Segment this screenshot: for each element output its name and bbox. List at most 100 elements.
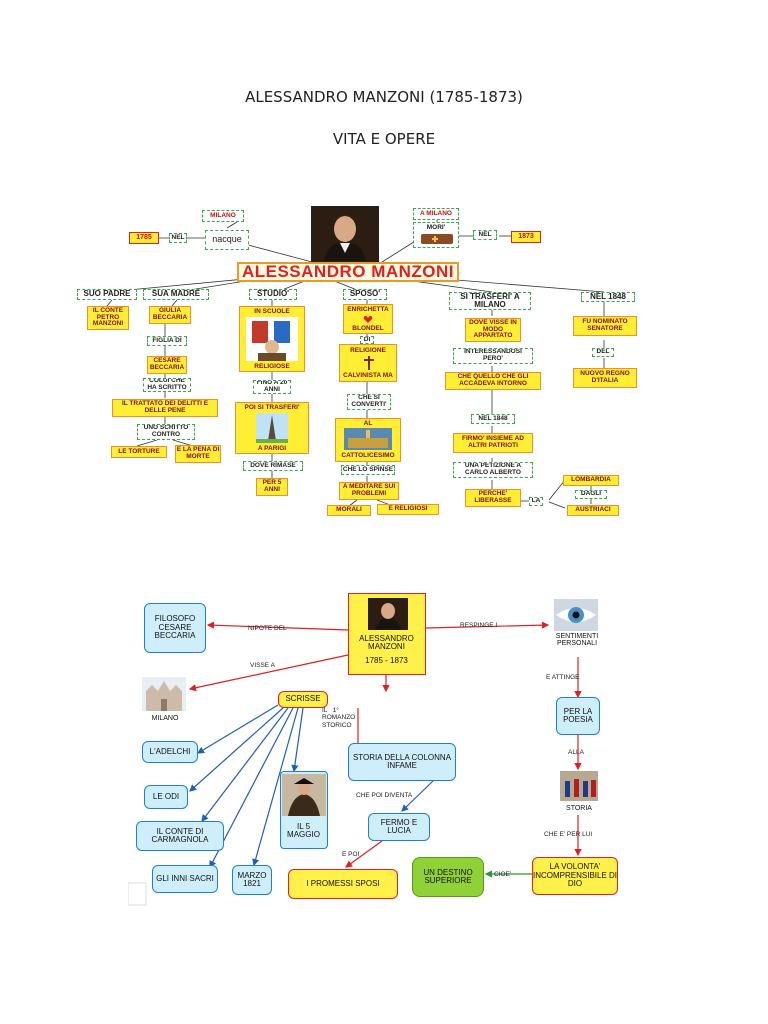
che-e-per-lui-label: CHE E' PER LUI: [544, 831, 593, 838]
death-nel: NEL: [473, 230, 497, 240]
senatore-nel-1848: NEL 1848: [581, 292, 635, 302]
death-box: MORI': [413, 222, 459, 248]
nominato-senatore: FU NOMINATO SENATORE: [573, 316, 637, 336]
scritto-contro: UNO SCRITTO CONTRO: [137, 424, 195, 440]
cesare-beccaria: CESARE BECCARIA: [147, 356, 187, 374]
birth-city: MILANO: [202, 210, 244, 222]
trasferi-milano-label: SI TRASFERI' A MILANO: [449, 292, 531, 310]
perche-liberasse: PERCHE' LIBERASSE: [465, 489, 521, 507]
religiosi-label: E RELIGIOSI: [377, 504, 439, 515]
death-verb: MORI': [426, 224, 446, 231]
document-subtitle: VITA E OPERE: [332, 130, 436, 148]
petizione: UNA PETIZIONE A CARLO ALBERTO: [453, 462, 533, 478]
per-5-anni: PER 5 ANNI: [256, 478, 288, 496]
heart-icon: [363, 316, 373, 323]
marzo-1821: MARZO 1821: [232, 865, 272, 895]
father-label: SUO PADRE: [77, 289, 137, 300]
nuovo-regno: NUOVO REGNO D'ITALIA: [573, 368, 637, 388]
document-title: ALESSANDRO MANZONI (1785-1873): [245, 88, 523, 106]
lombardia: LOMBARDIA: [563, 475, 619, 486]
eiffel-tower-icon: [256, 413, 288, 443]
maggio-box: IL 5 MAGGIO: [280, 771, 328, 849]
mother-label: SUA MADRE: [143, 289, 209, 300]
volonta-dio: LA VOLONTA' INCOMPRENSIBILE DI DIO: [532, 857, 618, 895]
coffin-icon: [421, 234, 453, 244]
interessandosi: INTERESSANDOSI PERO': [453, 348, 533, 364]
diventa-label: CHE POI DIVENTA: [356, 792, 413, 799]
fermo-e-lucia: FERMO E LUCIA: [368, 813, 430, 841]
cattolicesimo-label: CATTOLICESIMO: [341, 452, 395, 459]
father-name: IL CONTE PETRO MANZONI: [87, 306, 129, 330]
birth-year: 1785: [129, 232, 159, 244]
manzoni-portrait-small: [368, 598, 408, 630]
concept-map-works: FILOSOFO CESARE BECCARIA NIPOTE DEL ALES…: [128, 585, 649, 910]
duomo-image: [142, 677, 186, 711]
milano-label: MILANO: [151, 715, 179, 722]
map1-title: ALESSANDRO MANZONI: [237, 262, 459, 282]
e-poi-label: E POI: [342, 851, 360, 858]
religione-label: RELIGIONE: [350, 347, 386, 354]
adelchi: L'ADELCHI: [142, 741, 198, 763]
converti-label: CHE SI CONVERTI': [347, 394, 391, 410]
cross-icon: [364, 356, 374, 370]
al-label: AL: [363, 420, 373, 427]
books-icon: [246, 317, 298, 361]
center-years: 1785 - 1873: [365, 656, 408, 665]
scrisse-node: SCRISSE: [278, 691, 328, 708]
le-odi: LE ODI: [144, 785, 188, 809]
portrait-illustration: [312, 207, 378, 261]
austriaci: AUSTRIACI: [567, 505, 619, 516]
blondel-label: BLONDEL: [352, 325, 384, 332]
manzoni-portrait: [311, 206, 379, 262]
parigi-label: A PARIGI: [257, 445, 287, 452]
attinge-label: E ATTINGE: [546, 674, 580, 681]
morali-label: MORALI: [327, 505, 371, 516]
storia-image: [560, 771, 598, 801]
del-label: DEL: [592, 348, 614, 357]
spinse-label: CHE LO SPINSE: [341, 465, 395, 475]
scuole-box: IN SCUOLE RELIGIOSE: [239, 306, 305, 372]
mother-name: GIULIA BECCARIA: [149, 306, 191, 324]
filosofo-beccaria: FILOSOFO CESARE BECCARIA: [144, 603, 206, 653]
enrichetta-box: ENRICHETTA BLONDEL: [343, 304, 393, 334]
torture: LE TORTURE: [111, 446, 167, 458]
figlia-di: FIGLIA DI: [147, 336, 187, 346]
respinge-label: RESPINGE I: [460, 622, 498, 629]
napoleon-image: [282, 774, 326, 816]
sposo-label: SPOSO': [343, 289, 387, 300]
death-city: A MILANO: [413, 208, 459, 220]
alla-label: ALLA: [568, 749, 584, 756]
birth-nel: NEL: [169, 233, 187, 243]
nipote-del-label: NIPOTE DEL: [248, 625, 287, 632]
storia-colonna-infame: STORIA DELLA COLONNA INFAME: [348, 743, 456, 781]
dove-rimase: DOVE RIMASE: [243, 461, 303, 471]
storia-label: STORIA: [566, 805, 592, 812]
calvinista-label: CALVINISTA MA: [343, 372, 393, 379]
conte-carmagnola: IL CONTE DI CARMAGNOLA: [136, 821, 224, 851]
map2-connectors: [128, 621, 582, 906]
dagli-label: DAGLI: [575, 490, 607, 499]
soldiers-icon: [560, 771, 598, 801]
concept-map-life: MILANO nacque NEL 1785 A MILANO MORI' NE…: [77, 200, 643, 528]
firmo-patrioti: FIRMO' INSIEME AD ALTRI PATRIOTI: [453, 433, 533, 453]
trasferi-label: POI SI TRASFERI': [244, 404, 300, 411]
religione-box: RELIGIONE CALVINISTA MA: [339, 344, 397, 382]
primo-romanzo-storico: IL 1° ROMANZO STORICO: [322, 707, 356, 729]
colui-che: COLUI CHE HA SCRITTO: [143, 378, 191, 392]
fino-20-anni: FINO A 20 ANNI: [253, 380, 291, 394]
center-name: ALESSANDRO MANZONI: [359, 633, 414, 651]
inni-sacri: GLI INNI SACRI: [152, 865, 218, 893]
dove-visse: DOVE VISSE IN MODO APPARTATO: [465, 318, 521, 342]
visse-a-label: VISSE A: [250, 662, 275, 669]
cattolicesimo-box: AL CATTOLICESIMO: [335, 418, 401, 462]
altar-icon: [344, 428, 392, 450]
trattato: IL TRATTATO DEI DELITTI E DELLE PENE: [112, 399, 218, 417]
meditare-label: A MEDITARE SUI PROBLEMI: [339, 482, 399, 500]
sentimenti-personali: SENTIMENTI PERSONALI: [555, 633, 599, 647]
death-year: 1873: [511, 231, 541, 243]
birth-verb: nacque: [205, 230, 249, 250]
destino-superiore: UN DESTINO SUPERIORE: [412, 857, 484, 897]
per-la-poesia: PER LA POESIA: [556, 697, 600, 735]
pena-morte: E LA PENA DI MORTE: [175, 445, 221, 463]
cioe-label: CIOE': [494, 871, 512, 878]
